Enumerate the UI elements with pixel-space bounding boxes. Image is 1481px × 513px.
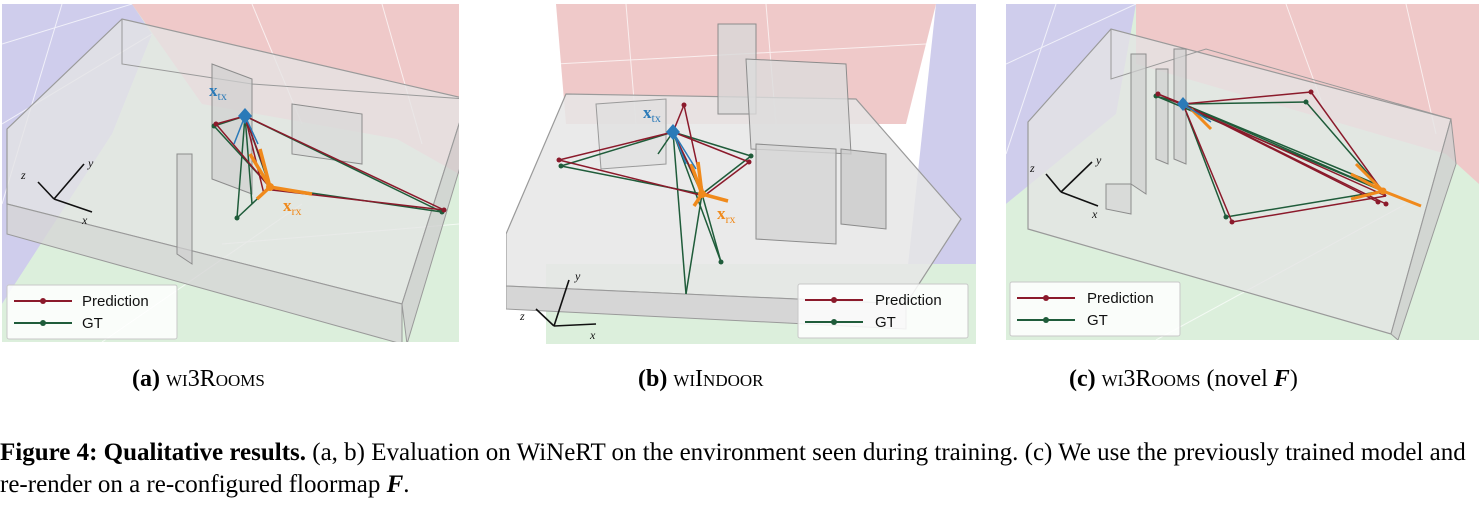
subcaption-dataset: wi3Rooms xyxy=(1101,366,1201,392)
tx-label: xtx xyxy=(209,81,227,103)
rx-arrows xyxy=(689,161,729,207)
floormap-symbol: F xyxy=(386,471,404,498)
legend: Prediction GT xyxy=(6,284,178,340)
legend-gt-label: GT xyxy=(875,314,896,331)
interior-wall xyxy=(176,153,193,265)
figure-caption-end: . xyxy=(403,471,410,498)
legend-prediction-label: Prediction xyxy=(875,292,942,309)
rx-marker xyxy=(698,190,706,198)
figure-caption-lead: Figure 4: Qualitative results. xyxy=(0,439,306,466)
axis-label-x: x xyxy=(589,328,596,342)
interior-wall xyxy=(291,103,363,165)
axis-label-y: y xyxy=(1095,153,1102,167)
interior-wall xyxy=(1130,53,1147,195)
subcaption-c: (c) wi3Rooms (novel F) xyxy=(1069,366,1298,393)
axis-label-z: z xyxy=(1029,161,1035,175)
rx-arrows xyxy=(1189,107,1422,208)
subcaption-letter: (a) xyxy=(132,366,160,392)
axis-label-x: x xyxy=(81,213,88,227)
figure-caption: Figure 4: Qualitative results. (a, b) Ev… xyxy=(0,437,1481,501)
rx-label: xrx xyxy=(283,196,302,218)
axis-label-z: z xyxy=(519,309,525,323)
axis-label-y: y xyxy=(574,269,581,283)
figure-caption-text: (a, b) Evaluation on WiNeRT on the envir… xyxy=(0,439,1466,498)
subcaption-dataset: wiIndoor xyxy=(673,366,764,392)
panel-b-render: xtx xrx y x z Prediction GT xyxy=(506,4,976,344)
floormap-symbol: F xyxy=(1273,366,1290,392)
axes-gizmo xyxy=(37,163,93,213)
axis-label-z: z xyxy=(20,168,26,182)
legend-prediction-label: Prediction xyxy=(1087,290,1154,307)
subcaption-letter: (c) xyxy=(1069,366,1096,392)
tx-label: xtx xyxy=(643,103,661,125)
subcaption-suffix-end: ) xyxy=(1289,366,1298,392)
subcaption-dataset: wi3Rooms xyxy=(165,366,265,392)
panel-c-render: y x z Prediction GT xyxy=(1006,4,1479,340)
legend-prediction-label: Prediction xyxy=(82,293,149,310)
legend-gt-label: GT xyxy=(82,315,103,332)
interior-wall xyxy=(755,143,837,245)
rx-marker xyxy=(266,183,274,191)
interior-wall xyxy=(1155,68,1169,165)
interior-wall xyxy=(840,148,887,230)
axes-gizmo xyxy=(1045,161,1099,207)
axis-label-x: x xyxy=(1091,207,1098,221)
interior-wall xyxy=(745,58,852,155)
legend-gt-label: GT xyxy=(1087,312,1108,329)
rx-label: xrx xyxy=(717,204,736,226)
panel-a-render: xtx xrx y x z Prediction GT xyxy=(2,4,459,342)
subcaption-suffix: (novel xyxy=(1200,366,1274,392)
subcaption-letter: (b) xyxy=(638,366,668,392)
legend: Prediction GT xyxy=(1009,281,1181,337)
subcaption-b: (b) wiIndoor xyxy=(638,366,764,393)
legend: Prediction GT xyxy=(797,283,969,339)
axis-label-y: y xyxy=(87,156,94,170)
rx-marker xyxy=(1379,187,1387,195)
subcaption-a: (a) wi3Rooms xyxy=(132,366,265,393)
axes-gizmo xyxy=(535,279,597,327)
